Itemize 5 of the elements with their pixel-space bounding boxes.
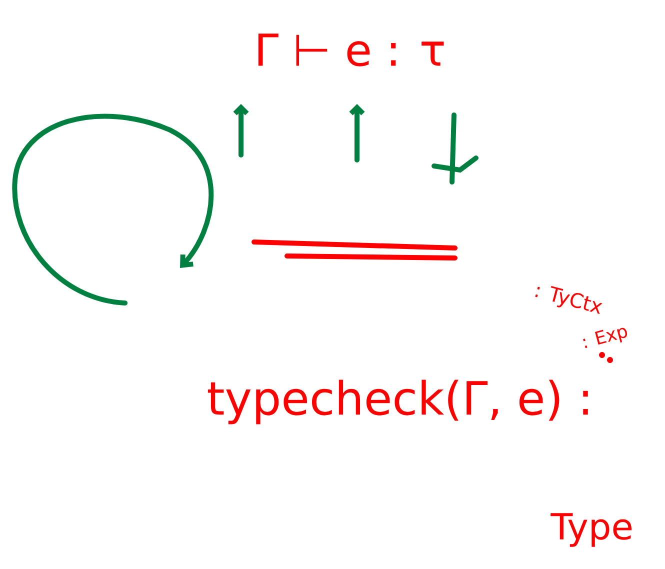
formula-text: Γ ⊢ e : τ: [258, 34, 444, 66]
formula-text: : TyCtx: [535, 286, 602, 314]
formula-text: Type: [550, 513, 632, 547]
formula-text: : Exp: [583, 328, 628, 348]
formula-text: typecheck(Γ, e) :: [208, 380, 588, 424]
